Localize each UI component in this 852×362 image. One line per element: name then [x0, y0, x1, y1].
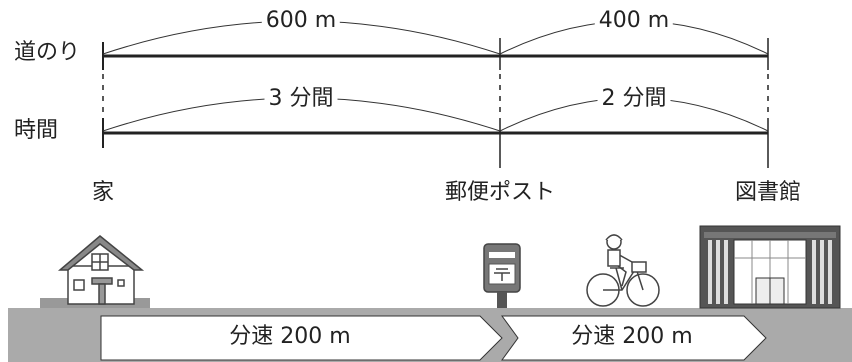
speed-label-1: 分速 200 m: [229, 324, 351, 349]
house-icon: [40, 235, 150, 308]
cyclist-icon: [586, 234, 660, 307]
time-label-segment-1: 3 分間: [264, 88, 338, 110]
time-row-label: 時間: [14, 118, 59, 143]
speed-label-2: 分速 200 m: [571, 324, 693, 349]
distance-label-segment-1: 600 m: [261, 10, 341, 32]
time-label-segment-2: 2 分間: [597, 88, 671, 110]
place-home: 家: [91, 180, 115, 205]
speed-arrow-1: [100, 315, 503, 361]
distance-row-label: 道のり: [14, 40, 81, 65]
place-library: 図書館: [734, 180, 802, 205]
mailbox-icon: [483, 243, 521, 308]
library-building-icon: [699, 225, 841, 309]
place-post: 郵便ポスト: [444, 180, 556, 205]
speed-arrow-2: [501, 315, 767, 361]
distance-label-segment-2: 400 m: [594, 10, 674, 32]
